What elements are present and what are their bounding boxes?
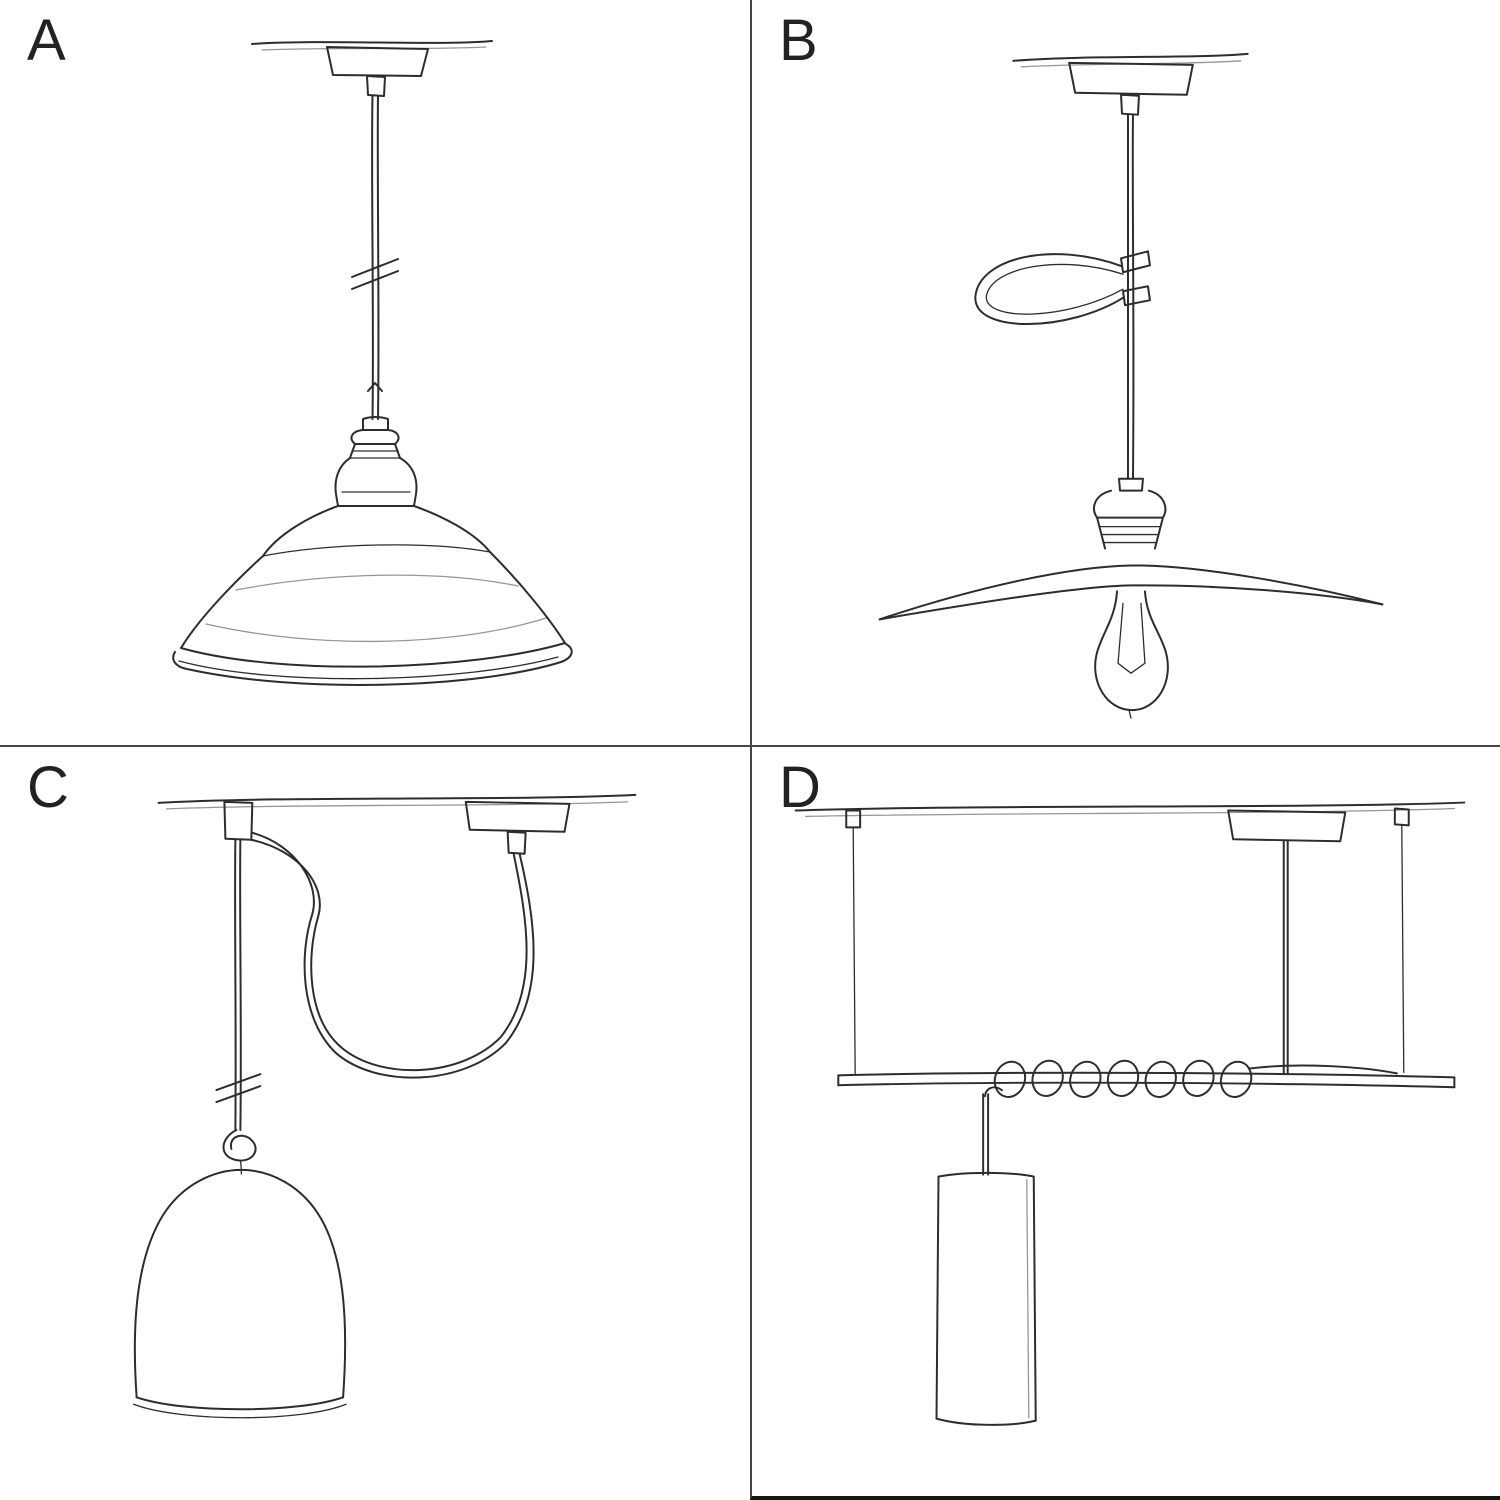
cylinder-shade (935, 1171, 1037, 1426)
ceiling-line (1012, 52, 1249, 68)
ceiling-rose (1068, 61, 1194, 116)
panel-d-label: D (779, 755, 822, 820)
ceiling-line (794, 801, 1466, 818)
panel-d: D (750, 745, 1500, 1500)
pendant-cord (351, 95, 399, 420)
pendant-sketch-flat-shade-bulb-icon (878, 52, 1384, 719)
cord-knot (222, 1128, 257, 1175)
ceiling-rose (464, 800, 571, 855)
bar-suspension-sketch-cylinder-shade-icon (794, 801, 1466, 1426)
swag-cord (250, 831, 535, 1079)
drop-cord (982, 1093, 990, 1176)
left-suspension-wire (845, 809, 862, 1075)
bowl-lamp-shade (172, 505, 573, 686)
lamp-holder (1093, 477, 1167, 550)
panel-b: B (750, 0, 1500, 745)
bell-dome-shade (132, 1168, 347, 1419)
panel-a-label: A (27, 8, 67, 73)
panel-c: C (0, 745, 750, 1500)
drop-cord (215, 838, 262, 1131)
flat-plate-shade (878, 564, 1384, 621)
wrapped-cord-coil (984, 1059, 1398, 1098)
panel-c-label: C (27, 755, 70, 820)
center-stem (1282, 840, 1289, 1075)
cable-clip (974, 250, 1151, 325)
lamp-holder (334, 416, 418, 507)
swag-pendant-sketch-bell-shade-icon (132, 793, 637, 1419)
pendant-sketch-industrial-shade-icon (172, 40, 573, 686)
pendant-cord (1126, 113, 1135, 480)
panel-a: A (0, 0, 750, 745)
right-suspension-wire (1393, 807, 1410, 1074)
ceiling-rose (326, 46, 429, 97)
panel-b-label: B (779, 8, 819, 73)
ceiling-rose (1227, 809, 1347, 843)
light-bulb (1094, 590, 1169, 719)
horizontal-bar (837, 1071, 1456, 1089)
